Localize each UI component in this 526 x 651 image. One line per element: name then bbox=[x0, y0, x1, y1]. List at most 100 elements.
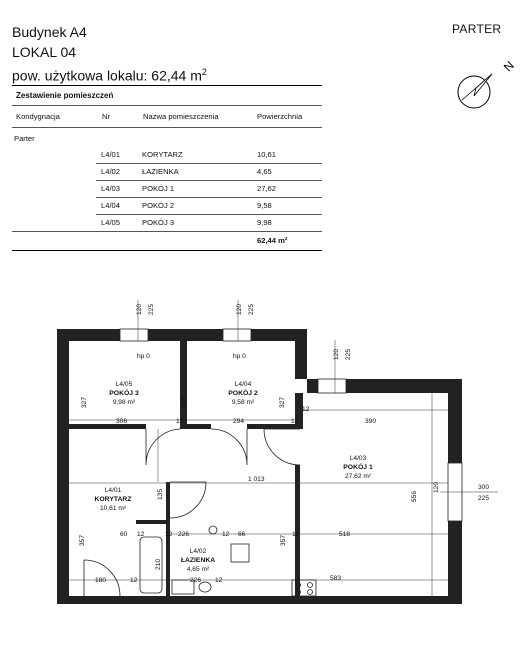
row-area: 10,61 bbox=[257, 150, 277, 159]
dim-text: 226 bbox=[178, 531, 189, 538]
floor-label: PARTER bbox=[452, 22, 502, 36]
usable-area-sup: 2 bbox=[201, 67, 207, 77]
dim-text: 120 bbox=[136, 304, 143, 315]
unit-name: LOKAL 04 bbox=[12, 44, 77, 60]
dim-text: 327 bbox=[279, 397, 286, 408]
dim-text: 120 bbox=[433, 482, 440, 493]
room-name: ŁAZIENKA bbox=[181, 557, 215, 564]
dim-text: 120 bbox=[236, 304, 243, 315]
table-header-rule bbox=[12, 127, 322, 128]
row-nr: L4/04 bbox=[101, 201, 121, 210]
dim-text: 390 bbox=[365, 418, 376, 425]
table-total: 62,44 m² bbox=[257, 236, 288, 245]
washbasin-icon bbox=[208, 525, 218, 535]
dim-text: 327 bbox=[181, 397, 188, 408]
dim-text: 1 013 bbox=[248, 476, 265, 483]
dimension-lines bbox=[69, 300, 498, 596]
col-header-nr: Nr bbox=[102, 112, 111, 121]
dim-text: 225 bbox=[478, 495, 489, 502]
room-id: L4/04 bbox=[235, 381, 252, 388]
col-header-area: Powierzchnia bbox=[257, 112, 303, 121]
dim-text: 225 bbox=[345, 349, 352, 360]
stove-icon bbox=[291, 579, 317, 597]
row-area: 27,62 bbox=[257, 184, 277, 193]
door-swings bbox=[83, 428, 301, 597]
row-name: POKÓJ 2 bbox=[142, 201, 175, 210]
dim-text: 180 bbox=[95, 577, 106, 584]
total-rule bbox=[12, 231, 322, 232]
dim-text: 327 bbox=[81, 397, 88, 408]
dim-text: 210 bbox=[155, 559, 162, 570]
dim-text: 135 bbox=[157, 489, 164, 500]
dim-text: 518 bbox=[339, 531, 350, 538]
dim-text: 300 bbox=[478, 484, 489, 491]
dim-text: 12 bbox=[165, 531, 173, 538]
col-header-floor: Kondygnacja bbox=[16, 112, 60, 121]
room-area: 27,62 m² bbox=[345, 473, 372, 480]
dim-text: 12 bbox=[292, 531, 300, 538]
dim-text: 225 bbox=[148, 304, 155, 315]
bathroom-fixtures bbox=[139, 525, 218, 595]
dim-text: 357 bbox=[79, 535, 86, 546]
dim-text: 12 bbox=[215, 577, 223, 584]
row-area: 4,65 bbox=[257, 167, 272, 176]
room-id: L4/03 bbox=[350, 455, 367, 462]
room-area: 9,98 m² bbox=[113, 399, 136, 406]
row-name: POKÓJ 1 bbox=[142, 184, 175, 193]
table-bottom-rule bbox=[12, 250, 322, 251]
dim-text: 12 bbox=[302, 406, 310, 413]
level-marker: hp 0 bbox=[233, 353, 246, 360]
table-title-rule bbox=[12, 105, 322, 106]
dim-text: 294 bbox=[233, 418, 244, 425]
room-area: 4,65 m² bbox=[187, 566, 210, 573]
dim-text: 12 bbox=[222, 531, 230, 538]
row-area: 9,98 bbox=[257, 218, 272, 227]
dim-text: 583 bbox=[330, 575, 341, 582]
dim-text: 66 bbox=[238, 531, 246, 538]
dim-text: 60 bbox=[120, 531, 128, 538]
dim-text: 357 bbox=[280, 535, 287, 546]
row-rule bbox=[96, 214, 322, 215]
row-name: KORYTARZ bbox=[142, 150, 183, 159]
dim-text: 12 bbox=[130, 577, 138, 584]
usable-area-label: pow. użytkowa lokalu: 62,44 m bbox=[12, 67, 202, 84]
room-name: KORYTARZ bbox=[94, 496, 131, 503]
row-nr: L4/03 bbox=[101, 184, 121, 193]
sink-icon bbox=[171, 579, 195, 595]
dim-text: 120 bbox=[333, 349, 340, 360]
row-nr: L4/02 bbox=[101, 167, 121, 176]
room-area: 10,61 m² bbox=[100, 505, 127, 512]
dim-text: 306 bbox=[116, 418, 127, 425]
row-rule bbox=[96, 163, 322, 164]
kitchen-sink-icon bbox=[230, 543, 250, 563]
dim-text: 12 bbox=[291, 418, 299, 425]
room-id: L4/02 bbox=[190, 548, 207, 555]
level-marker: hp 0 bbox=[137, 353, 150, 360]
room-name: POKÓJ 2 bbox=[228, 388, 258, 397]
north-arrow-icon: N bbox=[457, 58, 517, 109]
row-name: POKÓJ 3 bbox=[142, 218, 175, 227]
dim-text: 225 bbox=[248, 304, 255, 315]
table-top-rule bbox=[12, 85, 322, 86]
walls bbox=[57, 329, 462, 604]
row-rule bbox=[96, 180, 322, 181]
usable-area: pow. użytkowa lokalu: 62,44 m2 bbox=[12, 64, 207, 85]
room-name: POKÓJ 1 bbox=[343, 462, 373, 471]
col-header-name: Nazwa pomieszczenia bbox=[143, 112, 219, 121]
bathtub-icon bbox=[139, 536, 163, 594]
row-name: ŁAZIENKA bbox=[142, 167, 179, 176]
room-area: 9,58 m² bbox=[232, 399, 255, 406]
room-id: L4/01 bbox=[105, 487, 122, 494]
kitchen-fixtures bbox=[230, 543, 317, 597]
toilet-icon bbox=[198, 581, 212, 593]
row-rule bbox=[96, 197, 322, 198]
dim-text: 226 bbox=[190, 577, 201, 584]
room-name: POKÓJ 3 bbox=[109, 388, 139, 397]
dim-text: 12 bbox=[137, 531, 145, 538]
row-nr: L4/05 bbox=[101, 218, 121, 227]
row-nr: L4/01 bbox=[101, 150, 121, 159]
dim-text: 556 bbox=[411, 491, 418, 502]
table-title: Zestawienie pomieszczeń bbox=[16, 91, 114, 100]
dim-text: 12 bbox=[176, 418, 184, 425]
